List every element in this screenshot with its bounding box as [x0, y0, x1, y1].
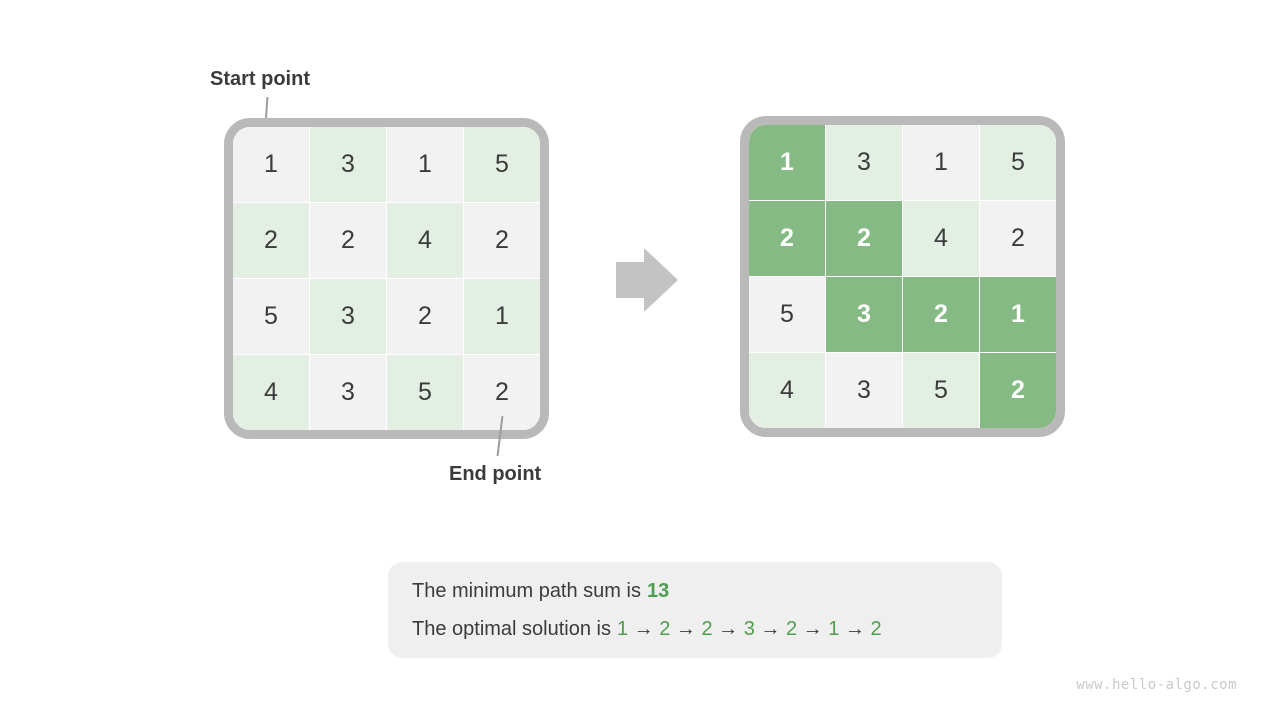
grid-cell: 1 [749, 125, 825, 200]
sequence-path-number: 2 [701, 618, 713, 640]
start-point-label: Start point [210, 68, 310, 90]
grid-cell: 3 [826, 125, 902, 200]
grid-cell: 5 [387, 355, 463, 430]
grid-cell: 1 [980, 277, 1056, 352]
min-sum-text: The minimum path sum is [412, 580, 641, 602]
sequence-path-number: 2 [659, 618, 671, 640]
grid-cell: 1 [387, 127, 463, 202]
grid-cell: 3 [826, 277, 902, 352]
arrow-shaft [616, 262, 644, 298]
grid-cell: 3 [310, 279, 386, 354]
grid-cell: 2 [464, 203, 540, 278]
sequence-arrow-glyph: → [839, 618, 871, 640]
grid-cell: 5 [233, 279, 309, 354]
grid-cell: 1 [233, 127, 309, 202]
sequence-path-number: 1 [828, 618, 840, 640]
sequence-arrow-glyph: → [797, 618, 829, 640]
sequence-arrow-glyph: → [670, 618, 702, 640]
grid-cell: 2 [310, 203, 386, 278]
grid-cell: 5 [903, 353, 979, 428]
grid-cell: 2 [749, 201, 825, 276]
grid-cell: 3 [310, 355, 386, 430]
grid-cell: 3 [310, 127, 386, 202]
sequence-path-number: 2 [785, 618, 798, 640]
path-sequence: 1 → 2 → 2 → 3 → 2 → 1 → 2 [617, 618, 882, 640]
sequence-arrow-glyph: → [712, 618, 744, 640]
watermark: www.hello-algo.com [1076, 677, 1237, 693]
grid-cell: 4 [387, 203, 463, 278]
arrow-head [644, 248, 678, 312]
grid-cell: 2 [980, 201, 1056, 276]
grid-cell: 5 [749, 277, 825, 352]
grid-cell: 1 [903, 125, 979, 200]
grid-cell: 2 [826, 201, 902, 276]
grid-cell: 2 [233, 203, 309, 278]
sequence-path-number: 2 [870, 618, 882, 640]
optimal-solution-text: The optimal solution is [412, 618, 611, 640]
grid-cell: 3 [826, 353, 902, 428]
grid-cell: 4 [749, 353, 825, 428]
sequence-path-number: 3 [743, 618, 755, 640]
sequence-arrow-glyph: → [754, 618, 786, 640]
grid-cell: 1 [464, 279, 540, 354]
grid-cell: 2 [387, 279, 463, 354]
transform-arrow-icon [616, 248, 678, 312]
end-point-label: End point [449, 463, 542, 485]
grid-cell: 4 [233, 355, 309, 430]
sequence-path-number: 1 [616, 618, 629, 640]
grid-cell: 5 [980, 125, 1056, 200]
sequence-arrow-glyph: → [628, 618, 660, 640]
grid-cell: 2 [903, 277, 979, 352]
grid-cell: 5 [464, 127, 540, 202]
grid-cell: 2 [980, 353, 1056, 428]
min-sum-value: 13 [646, 580, 670, 602]
grid-cell: 4 [903, 201, 979, 276]
